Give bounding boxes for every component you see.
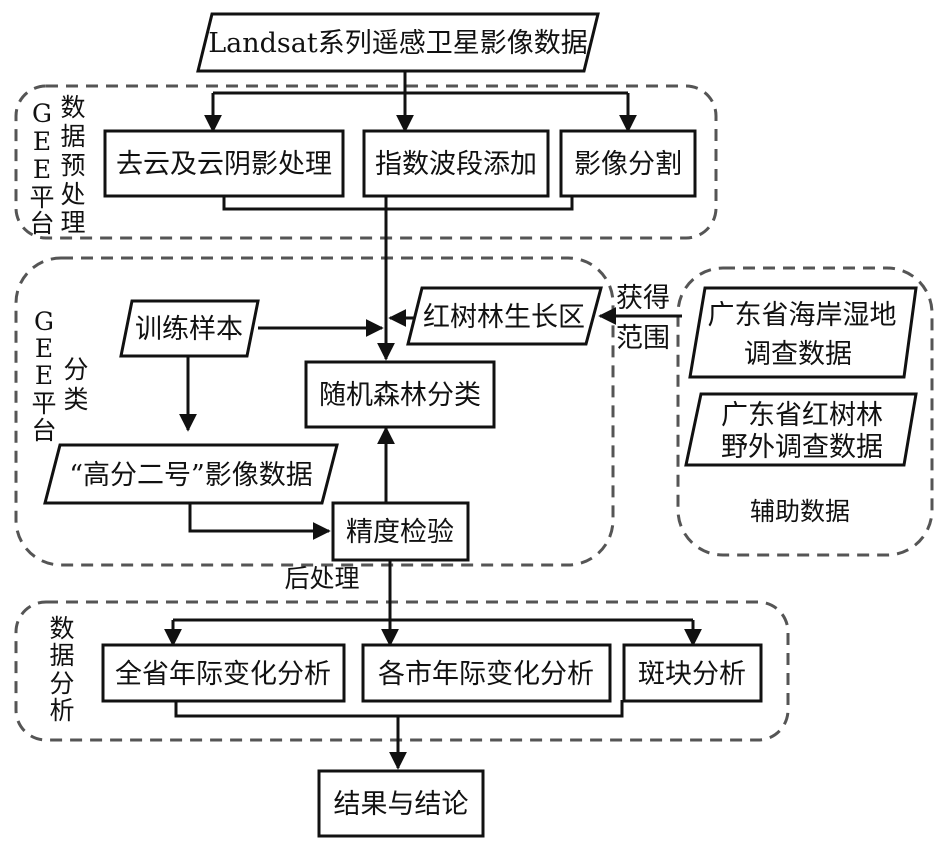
- node-gd-wetland-line1: 广东省海岸湿地: [708, 300, 897, 331]
- group-auxiliary-label: 辅助数据: [750, 497, 850, 526]
- node-gd-mangrove-shape: [684, 392, 918, 467]
- node-gd-mangrove-line1: 广东省红树林: [721, 400, 883, 431]
- group-classification-label-1-2: E: [35, 361, 53, 390]
- node-gf2-image-shape: [43, 443, 339, 505]
- node-accuracy-check: 精度检验: [346, 517, 454, 548]
- group-preprocessing-label-2-0: 数: [60, 93, 85, 122]
- group-analysis-label-2: 分: [49, 669, 74, 698]
- edge-label-get-range-1: 获得: [616, 283, 670, 314]
- node-patch-analysis-shape: [622, 643, 763, 703]
- group-preprocessing-label-1-4: 台: [29, 209, 54, 238]
- group-classification-label-2-0: 分: [63, 355, 88, 384]
- node-city-change: 各市年际变化分析: [378, 659, 594, 690]
- group-analysis-label-0: 数: [49, 614, 74, 643]
- node-random-forest-shape: [304, 360, 496, 429]
- arrow-gf2-to-accuracy: [188, 503, 331, 540]
- node-province-change: 全省年际变化分析: [115, 659, 331, 690]
- group-preprocessing-label-1-1: E: [33, 127, 51, 156]
- edge-label-post-processing: 后处理: [284, 564, 359, 593]
- group-analysis-label-1: 据: [49, 641, 74, 670]
- node-landsat: Landsat系列遥感卫星影像数据: [208, 28, 588, 59]
- node-gd-mangrove-line2: 野外调查数据: [721, 432, 883, 463]
- node-city-change-shape: [361, 643, 612, 703]
- connector-gather-bar: [222, 197, 574, 211]
- node-index-bands-shape: [362, 129, 550, 198]
- group-auxiliary: [676, 266, 934, 557]
- node-image-split: 影像分割: [574, 149, 682, 180]
- group-classification-label-2-1: 类: [63, 385, 88, 414]
- group-analysis-label-3: 析: [49, 696, 74, 725]
- edge-label-get-range-2: 范围: [616, 323, 670, 354]
- node-mangrove-region-shape: [406, 286, 603, 346]
- node-image-split-shape: [559, 129, 697, 198]
- group-classification-label-1-3: 平: [31, 389, 56, 418]
- node-province-change-shape: [101, 643, 346, 703]
- node-random-forest: 随机森林分类: [319, 380, 481, 411]
- node-gf2-image: “高分二号”影像数据: [69, 460, 313, 491]
- group-preprocessing-label-1-0: G: [32, 99, 52, 128]
- group-analysis: [14, 600, 790, 742]
- node-index-bands: 指数波段添加: [375, 149, 537, 180]
- node-cloud-removal-shape: [103, 129, 345, 198]
- group-preprocessing: [14, 84, 718, 240]
- group-preprocessing-label-1-2: E: [33, 155, 51, 184]
- group-classification: [14, 256, 615, 567]
- group-classification-label-1-0: G: [34, 307, 54, 336]
- node-training-samples: 训练样本: [135, 314, 243, 345]
- group-preprocessing-label-2-3: 处: [60, 180, 85, 209]
- group-preprocessing-label-2-4: 理: [60, 208, 85, 237]
- group-preprocessing-label-1-3: 平: [29, 183, 54, 212]
- group-preprocessing-label-2-2: 预: [60, 151, 85, 180]
- node-gd-wetland-line2: 调查数据: [744, 339, 852, 370]
- group-classification-label-1-4: 台: [31, 416, 56, 445]
- group-preprocessing-label-2-1: 据: [60, 122, 85, 151]
- node-patch-analysis: 斑块分析: [638, 659, 746, 690]
- node-gd-wetland-shape: [688, 286, 918, 379]
- group-classification-label-1-1: E: [35, 334, 53, 363]
- node-accuracy-check-shape: [331, 501, 470, 562]
- node-mangrove-region: 红树林生长区: [423, 302, 585, 333]
- node-results-shape: [317, 769, 485, 838]
- node-training-samples-shape: [119, 299, 260, 358]
- node-results: 结果与结论: [334, 789, 469, 820]
- node-landsat-shape: [196, 12, 600, 73]
- node-cloud-removal: 去云及云阴影处理: [116, 149, 332, 180]
